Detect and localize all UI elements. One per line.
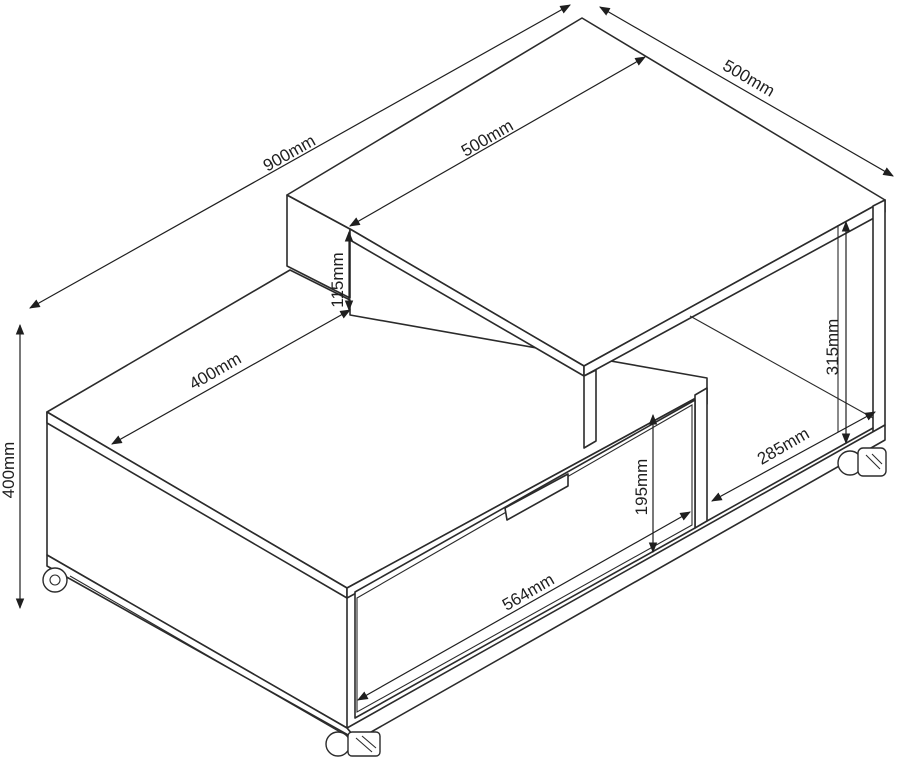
label-drawer-height: 195mm xyxy=(632,459,651,516)
table-body xyxy=(46,17,886,741)
dim-line-drawer-width xyxy=(357,511,691,701)
dim-line-lower-top xyxy=(111,309,351,445)
dim-line-upper-top xyxy=(349,56,646,227)
label-overall-height: 400mm xyxy=(0,442,18,499)
dim-line-shelf-depth xyxy=(711,411,876,502)
caster-rear-right xyxy=(837,447,887,477)
caster-front-center xyxy=(325,731,381,757)
right-side-panel xyxy=(872,199,886,433)
upper-riser-front xyxy=(583,369,597,449)
label-upper-top-step: 115mm xyxy=(328,252,347,307)
base-bottom-edge xyxy=(69,575,341,733)
caster-front-left xyxy=(42,567,68,593)
dim-line-overall-length xyxy=(29,4,571,309)
label-overall-depth: 500mm xyxy=(719,56,778,101)
drawer-inset xyxy=(356,404,693,713)
upper-top-surface xyxy=(286,17,886,367)
dim-line-overall-depth xyxy=(599,6,894,177)
dimension-lines xyxy=(15,4,894,701)
divider-panel xyxy=(694,387,708,529)
label-overall-length: 900mm xyxy=(260,131,319,175)
label-open-shelf-height: 315mm xyxy=(823,319,842,376)
